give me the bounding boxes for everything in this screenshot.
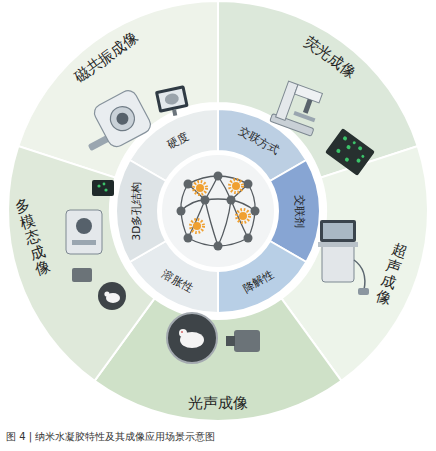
microscope — [270, 80, 326, 136]
photoacoustic-setup — [167, 313, 260, 363]
property-segment: 溶胀性 — [157, 264, 199, 299]
property-segment-label: 3D多孔结构 — [130, 182, 144, 241]
imaging-sector: 多模态成像 — [10, 193, 55, 281]
mri-monitor — [155, 85, 190, 119]
fluorescence-monitor — [325, 128, 375, 176]
property-segment-label: 交联剂 — [292, 195, 307, 228]
multimodal-setup — [66, 180, 126, 310]
imaging-sector: 光声成像 — [186, 392, 250, 415]
imaging-sector: 超声成像 — [372, 238, 412, 310]
imaging-sector-label: 磁共振成像 — [70, 28, 142, 87]
imaging-sector-label: 超声成像 — [374, 241, 409, 308]
property-segment-label: 降解性 — [240, 266, 276, 295]
mri-scanner — [74, 88, 154, 160]
imaging-sector: 荧光成像 — [297, 29, 362, 85]
property-segment: 3D多孔结构 — [128, 180, 146, 243]
imaging-sector-label: 荧光成像 — [300, 32, 360, 83]
imaging-sector-label: 光声成像 — [188, 394, 248, 413]
property-segment-label: 溶胀性 — [159, 266, 195, 295]
hydrogel-network — [160, 153, 276, 269]
property-segment: 降解性 — [238, 264, 280, 299]
imaging-sector: 磁共振成像 — [68, 25, 145, 90]
ring-sectors — [8, 1, 428, 421]
property-segment: 交联剂 — [290, 193, 309, 230]
ultrasound-machine — [318, 220, 369, 295]
property-segment: 硬度 — [161, 126, 193, 155]
property-segment: 交联方式 — [233, 121, 284, 161]
imaging-sector-label: 多模态成像 — [13, 195, 53, 278]
property-segment-label: 交联方式 — [236, 123, 282, 158]
figure-caption: 图 4 | 纳米水凝胶特性及其成像应用场景示意图 — [6, 430, 215, 444]
property-segment-label: 硬度 — [164, 129, 191, 153]
